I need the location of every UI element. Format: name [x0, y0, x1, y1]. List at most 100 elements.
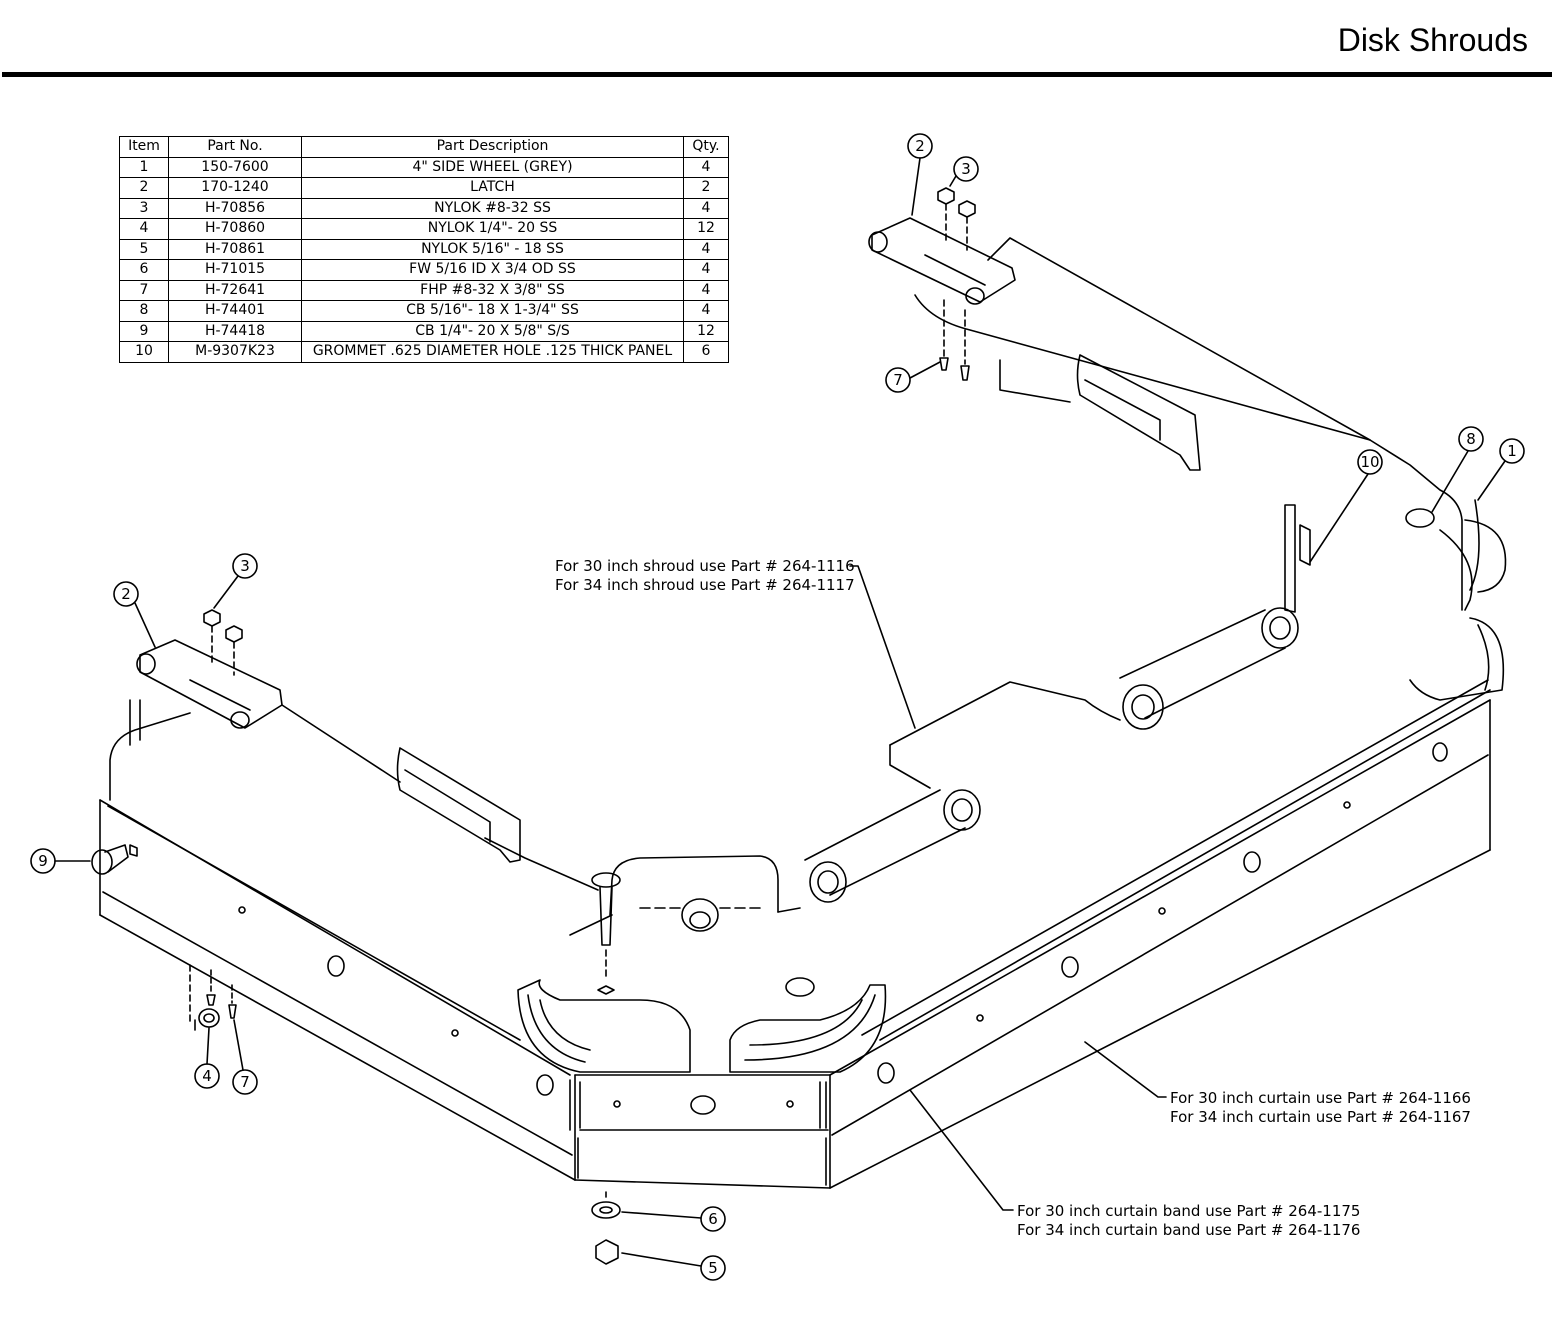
- hole: [690, 1095, 716, 1115]
- roller-end: [1261, 607, 1299, 649]
- small-hole: [238, 906, 246, 914]
- cell-part-no: H-74401: [168, 300, 302, 322]
- cell-part-no: H-70856: [168, 197, 302, 219]
- shroud-note-line1: For 30 inch shroud use Part # 264-1116: [555, 557, 855, 575]
- callout-grommet: 10: [1309, 449, 1383, 563]
- band-note-line1: For 30 inch curtain band use Part # 264-…: [1017, 1202, 1361, 1220]
- cell-description: NYLOK 1/4"- 20 SS: [301, 218, 684, 240]
- callout-number: 5: [708, 1259, 718, 1277]
- cell-description: CB 5/16"- 18 X 1-3/4" SS: [301, 300, 684, 322]
- latch-right: [868, 217, 1016, 305]
- shroud-note: For 30 inch shroud use Part # 264-1116 F…: [555, 557, 855, 595]
- cell-qty: 12: [683, 320, 729, 342]
- small-hole: [613, 1100, 621, 1108]
- nut: [225, 625, 243, 643]
- callout-screw-right: 7: [885, 361, 941, 393]
- page-title: Disk Shrouds: [1337, 22, 1528, 58]
- roller-end: [809, 861, 847, 903]
- callout-number: 3: [961, 160, 971, 178]
- callouts: 2 3 7 10 8 1 2 3: [30, 133, 1525, 1281]
- washer-nut-bottom: [591, 1191, 621, 1265]
- wheel: [517, 979, 691, 1073]
- cell-description: GROMMET .625 DIAMETER HOLE .125 THICK PA…: [301, 341, 684, 363]
- small-hole: [976, 1014, 984, 1022]
- callout-number: 6: [708, 1210, 718, 1228]
- hole: [1405, 508, 1435, 528]
- nut: [203, 609, 221, 627]
- hole: [327, 955, 345, 977]
- title-rule: [2, 72, 1552, 77]
- left-lower-fasteners: [198, 969, 237, 1028]
- hole: [1061, 956, 1079, 978]
- callout-number: 2: [121, 585, 131, 603]
- cell-part-no: H-70861: [168, 238, 302, 260]
- callout-number: 1: [1507, 442, 1517, 460]
- cell-description: NYLOK #8-32 SS: [301, 197, 684, 219]
- cell-description: FHP #8-32 X 3/8" SS: [301, 279, 684, 301]
- callout-number: 7: [893, 371, 903, 389]
- grommet-bracket: [1284, 504, 1311, 613]
- wheel: [1464, 519, 1507, 593]
- washer: [591, 1201, 621, 1219]
- nut: [958, 200, 976, 218]
- callout-nut-left: 3: [213, 553, 258, 609]
- latch-left: [129, 639, 283, 746]
- small-hole: [451, 1029, 459, 1037]
- callout-number: 9: [38, 852, 48, 870]
- cell-part-no: H-74418: [168, 320, 302, 342]
- callout-screw-left: 7: [232, 1019, 258, 1095]
- latch-nuts: [203, 187, 976, 676]
- cell-qty: 4: [683, 197, 729, 219]
- hole: [785, 977, 815, 997]
- cell-part-no: H-70860: [168, 218, 302, 240]
- hole: [877, 1062, 895, 1084]
- carriage-bolt-left: [91, 844, 138, 875]
- callout-number: 3: [240, 557, 250, 575]
- callout-number: 4: [202, 1067, 212, 1085]
- wheel: [1409, 617, 1505, 701]
- small-hole: [1343, 801, 1351, 809]
- rollers: [639, 607, 1299, 932]
- cell-part-no: 170-1240: [168, 177, 302, 199]
- roller-end: [1122, 684, 1164, 730]
- cell-part-no: M-9307K23: [168, 341, 302, 363]
- shroud-plate: [109, 237, 1473, 936]
- small-hole: [1158, 907, 1166, 915]
- nut: [937, 187, 955, 205]
- callout-number: 8: [1466, 430, 1476, 448]
- wheel: [729, 984, 887, 1073]
- hole: [1432, 742, 1448, 762]
- callout-number: 10: [1360, 453, 1379, 471]
- callout-nut-bottom: 5: [621, 1252, 726, 1281]
- hole: [536, 1074, 554, 1096]
- small-hole: [786, 1100, 794, 1108]
- hole: [1243, 851, 1261, 873]
- curtain-note-line1: For 30 inch curtain use Part # 264-1166: [1170, 1089, 1471, 1107]
- hub: [681, 898, 719, 932]
- cell-description: CB 1/4"- 20 X 5/8" S/S: [301, 320, 684, 342]
- callout-bolt-left: 9: [30, 848, 91, 874]
- callout-wheel-right: 1: [1477, 438, 1525, 501]
- nylok: [198, 1008, 220, 1028]
- cell-qty: 6: [683, 341, 729, 363]
- callout-number: 7: [240, 1073, 250, 1091]
- curtain-note: For 30 inch curtain use Part # 264-1166 …: [1170, 1089, 1471, 1127]
- band-note-line2: For 34 inch curtain band use Part # 264-…: [1017, 1221, 1361, 1239]
- callout-latch-left: 2: [113, 581, 156, 648]
- screws-right: [939, 299, 970, 381]
- shroud-note-line2: For 34 inch shroud use Part # 264-1117: [555, 576, 855, 594]
- roller-end: [943, 789, 981, 831]
- callout-number: 2: [915, 137, 925, 155]
- band-note: For 30 inch curtain band use Part # 264-…: [1017, 1202, 1360, 1240]
- callout-nylok-left: 4: [194, 1027, 220, 1089]
- curtain-holes: [238, 508, 1448, 1115]
- side-wheels: [517, 499, 1507, 1073]
